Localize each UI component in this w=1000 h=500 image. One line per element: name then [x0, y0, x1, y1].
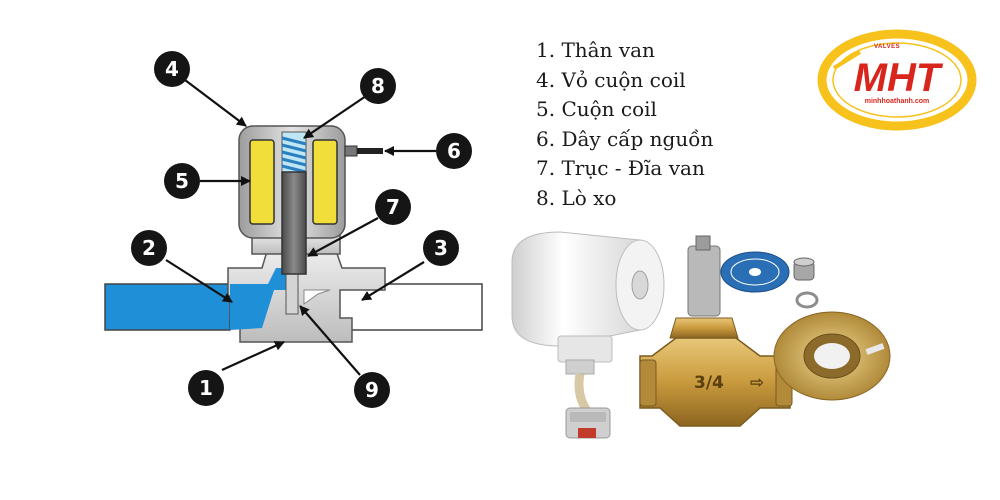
parts-legend: 1. Thân van 4. Vỏ cuộn coil 5. Cuộn coil… — [536, 36, 713, 213]
spring-coils — [281, 136, 307, 174]
brass-washer — [773, 311, 891, 401]
leader-7 — [307, 217, 379, 257]
callout-5: 5 — [164, 163, 200, 199]
valve-cross-section: 4 8 5 6 7 2 3 1 9 — [104, 51, 483, 408]
small-nut — [793, 257, 815, 281]
svg-text:6: 6 — [447, 139, 461, 163]
svg-text:3: 3 — [434, 236, 448, 260]
leader-9 — [299, 305, 361, 376]
brass-valve-body: 3/4 ⇨ — [639, 235, 793, 427]
power-wire-stub — [344, 145, 358, 157]
o-ring — [795, 291, 819, 309]
callout-7: 7 — [375, 189, 411, 225]
mht-logo: VALVES MHT minhhoathanh.com — [817, 29, 977, 131]
callout-1: 1 — [188, 370, 224, 406]
svg-text:2: 2 — [142, 236, 156, 260]
callout-4: 4 — [154, 51, 190, 87]
legend-item: 8. Lò xo — [536, 185, 617, 210]
svg-text:8: 8 — [371, 74, 385, 98]
plunger — [281, 171, 307, 275]
legend-item: 5. Cuộn coil — [536, 97, 657, 121]
callout-8: 8 — [360, 68, 396, 104]
coil-right — [312, 139, 338, 225]
size-marking: 3/4 — [694, 373, 724, 393]
callout-6: 6 — [436, 133, 472, 169]
valve-stem-tube — [687, 245, 721, 317]
inlet-pipe — [104, 283, 231, 331]
valve-parts-photo: 3/4 ⇨ — [511, 231, 891, 439]
brass-body — [639, 337, 791, 427]
power-wire — [357, 148, 383, 154]
coil-cylinder — [511, 231, 665, 439]
callout-3: 3 — [423, 230, 459, 266]
svg-text:5: 5 — [175, 169, 189, 193]
leader-lines — [165, 79, 436, 376]
legend-item: 6. Dây cấp nguồn — [536, 126, 714, 151]
leader-3 — [361, 261, 425, 301]
leader-4 — [184, 79, 247, 127]
callout-9: 9 — [354, 372, 390, 408]
leader-2 — [165, 259, 233, 303]
outlet-channel — [303, 289, 331, 305]
legend-item: 1. Thân van — [536, 38, 655, 62]
leader-8 — [303, 95, 367, 139]
inlet-channel — [230, 268, 290, 330]
coil-left — [249, 139, 275, 225]
flow-arrow-marking: ⇨ — [750, 373, 764, 393]
callout-2: 2 — [131, 230, 167, 266]
coil-cable — [574, 373, 592, 415]
logo-ring — [817, 29, 977, 131]
coil-connector — [557, 335, 613, 363]
leader-1 — [221, 340, 285, 372]
valve-seat — [285, 267, 299, 315]
svg-text:4: 4 — [165, 57, 179, 81]
svg-text:1: 1 — [199, 376, 213, 400]
logo-url: minhhoathanh.com — [865, 98, 930, 105]
logo-wordmark: MHT — [854, 56, 944, 100]
diaphragm-label-disc — [720, 251, 790, 293]
svg-text:7: 7 — [386, 195, 400, 219]
svg-text:9: 9 — [365, 378, 379, 402]
logo-top-text: VALVES — [874, 44, 900, 50]
legend-item: 7. Trục - Đĩa van — [536, 156, 705, 180]
legend-item: 4. Vỏ cuộn coil — [536, 67, 686, 92]
